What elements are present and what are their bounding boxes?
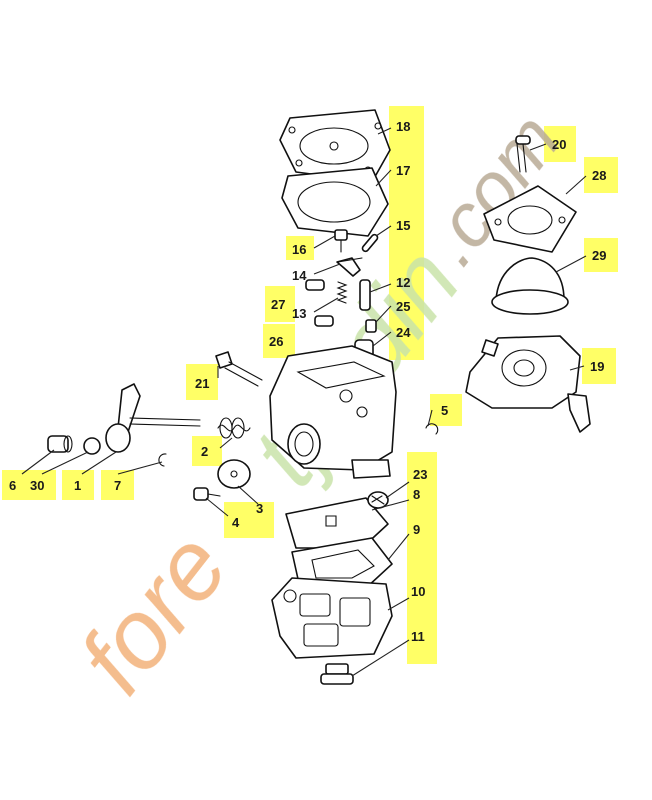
part-clip-5	[425, 423, 439, 435]
part-25	[365, 319, 377, 333]
part-gasket-8	[285, 497, 389, 549]
callout-9: 9	[413, 522, 420, 537]
highlight-box-26	[263, 324, 295, 358]
highlight-box-7	[101, 470, 134, 500]
highlight-box-5	[430, 394, 462, 426]
part-screen-23	[367, 491, 389, 509]
part-26	[314, 315, 334, 327]
callout-18: 18	[396, 119, 410, 134]
callout-23: 23	[413, 467, 427, 482]
callout-30: 30	[30, 478, 44, 493]
callout-10: 10	[411, 584, 425, 599]
part-lever-14	[336, 257, 363, 277]
watermark-part-3: .com	[408, 98, 576, 280]
part-pump-body-19	[465, 335, 591, 433]
callout-27: 27	[271, 297, 285, 312]
leader-lines	[21, 127, 587, 677]
part-screw-16	[334, 229, 348, 253]
part-clip-7	[158, 453, 167, 467]
highlight-box-6-30	[2, 470, 56, 500]
callout-15: 15	[396, 218, 410, 233]
callout-4: 4	[232, 515, 240, 530]
highlight-strip-top	[389, 106, 424, 360]
part-primer-bulb-29	[491, 257, 569, 315]
callout-14: 14	[292, 268, 307, 283]
highlight-box-21	[186, 364, 218, 400]
part-screw-21	[215, 351, 263, 387]
callout-7: 7	[114, 478, 121, 493]
highlight-box-16	[286, 236, 314, 260]
part-needle-12	[359, 279, 371, 311]
part-washer-30	[83, 437, 101, 455]
callout-5: 5	[441, 403, 448, 418]
part-bushing-6	[47, 435, 73, 453]
highlight-box-4-3	[224, 502, 274, 538]
callout-labels: 18 17 15 16 14 12 27 13 25 26 24 20 28 2…	[9, 119, 606, 644]
part-screw-4	[193, 487, 221, 501]
highlight-box-2	[192, 436, 222, 466]
highlight-box-28	[584, 157, 618, 193]
part-disc-3	[217, 459, 251, 489]
part-cover-10	[271, 577, 393, 659]
part-flange-28	[483, 185, 577, 253]
callout-12: 12	[396, 275, 410, 290]
callout-17: 17	[396, 163, 410, 178]
callout-20: 20	[552, 137, 566, 152]
part-27	[305, 279, 325, 291]
highlight-box-29	[584, 238, 618, 272]
highlight-layer	[2, 106, 618, 664]
callout-2: 2	[201, 444, 208, 459]
watermark-part-1: fore	[58, 512, 249, 713]
highlight-box-1	[62, 470, 94, 500]
callout-8: 8	[413, 487, 420, 502]
part-screw-20	[515, 135, 531, 173]
callout-3: 3	[256, 501, 263, 516]
callout-28: 28	[592, 168, 606, 183]
callout-1: 1	[74, 478, 81, 493]
callout-6: 6	[9, 478, 16, 493]
part-throttle-shaft	[105, 383, 201, 453]
callout-29: 29	[592, 248, 606, 263]
part-screw-11	[320, 663, 354, 685]
callout-11: 11	[411, 629, 425, 644]
callout-19: 19	[590, 359, 604, 374]
highlight-box-20	[544, 126, 576, 162]
part-spring-2	[217, 417, 251, 439]
highlight-strip-bottom	[407, 452, 437, 664]
highlight-box-27	[265, 286, 295, 322]
callout-21: 21	[195, 376, 209, 391]
callout-13: 13	[292, 306, 306, 321]
parts-layer	[47, 109, 591, 685]
part-carburetor-body	[269, 345, 397, 479]
part-spring-13	[336, 281, 348, 304]
callout-25: 25	[396, 299, 410, 314]
part-gasket-top	[281, 167, 389, 237]
highlight-box-19	[582, 348, 616, 384]
callout-26: 26	[269, 334, 283, 349]
callout-16: 16	[292, 242, 306, 257]
callout-24: 24	[396, 325, 411, 340]
